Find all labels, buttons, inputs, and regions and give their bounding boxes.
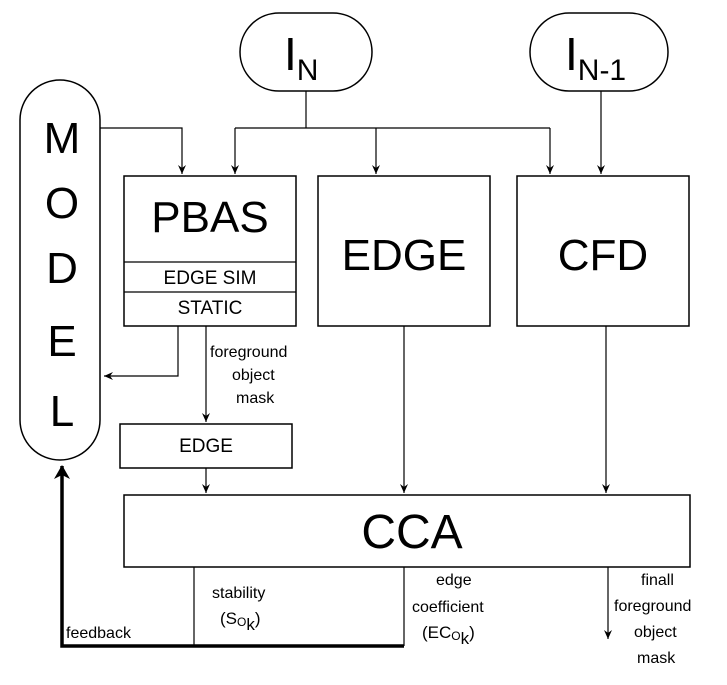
model-letter-1: M — [44, 114, 81, 163]
cca-block: CCA — [123, 494, 691, 568]
arrow-model-to-pbas — [100, 127, 186, 174]
edge-title: EDGE — [342, 231, 467, 280]
label-stability-line2: (SOk) — [220, 609, 261, 634]
label-stability: stability (SOk) — [212, 585, 265, 634]
pbas-static: STATIC — [178, 298, 243, 319]
label-final-line1: finall — [641, 572, 674, 589]
label-fg-line3: mask — [236, 390, 275, 407]
edge-block: EDGE — [317, 175, 491, 327]
model-letter-3: D — [46, 244, 78, 293]
edge-small-block: EDGE — [119, 423, 293, 469]
label-stability-line1: stability — [212, 585, 265, 602]
label-final-line3: object — [634, 624, 677, 641]
label-feedback: feedback — [66, 625, 132, 642]
cca-title: CCA — [361, 506, 462, 559]
pbas-title: PBAS — [151, 193, 268, 242]
input-previous-label: IN-1 — [565, 28, 626, 87]
input-current-frame: IN — [239, 12, 373, 92]
model-letter-4: E — [47, 317, 76, 366]
pbas-edge-sim: EDGE SIM — [164, 268, 257, 289]
cfd-block: CFD — [516, 175, 690, 327]
input-previous-shape — [529, 12, 669, 92]
cfd-shape — [516, 175, 690, 327]
label-final-line4: mask — [637, 650, 676, 667]
connectors — [100, 91, 612, 646]
input-previous-frame: IN-1 — [529, 12, 669, 92]
label-fg-line2: object — [232, 367, 275, 384]
label-fg-line1: foreground — [210, 344, 287, 361]
edge-small-shape — [119, 423, 293, 469]
model-letter-5: L — [50, 387, 74, 436]
edge-small-title: EDGE — [179, 436, 233, 457]
arrow-feedback-to-model — [54, 465, 404, 648]
model-shape — [19, 79, 101, 461]
label-edge-coefficient: edge coefficient (ECOk) — [412, 572, 484, 648]
cfd-title: CFD — [558, 231, 648, 280]
label-edge-coeff-line2: coefficient — [412, 599, 484, 616]
edge-shape — [317, 175, 491, 327]
label-edge-coeff-line3: (ECOk) — [422, 623, 475, 648]
label-final-line2: foreground — [614, 598, 691, 615]
label-final-mask: finall foreground object mask — [614, 572, 691, 667]
cca-shape — [123, 494, 691, 568]
arrow-pbas-to-model — [104, 326, 179, 380]
pbas-block: PBAS EDGE SIM STATIC — [123, 175, 297, 327]
model-letter-2: O — [45, 179, 79, 228]
input-current-label: IN — [284, 28, 318, 87]
model-block: M O D E L — [19, 79, 101, 461]
label-foreground-mask: foreground object mask — [210, 344, 287, 407]
label-edge-coeff-line1: edge — [436, 572, 472, 589]
pbas-shape — [123, 175, 297, 327]
